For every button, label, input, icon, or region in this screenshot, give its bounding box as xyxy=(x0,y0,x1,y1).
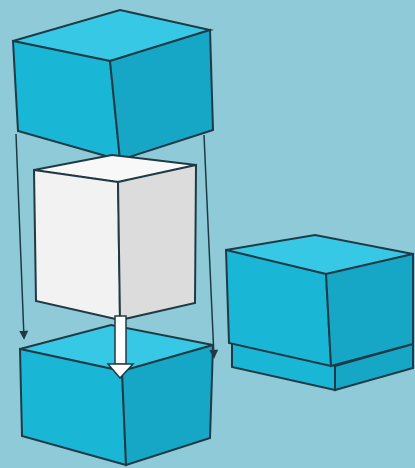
center-arrow-shaft xyxy=(115,316,126,364)
insert-right-face xyxy=(118,165,196,320)
insert-part xyxy=(34,155,196,320)
lid-part xyxy=(13,10,213,160)
assembled-box-part xyxy=(226,235,413,390)
insert-front-face xyxy=(34,170,120,320)
